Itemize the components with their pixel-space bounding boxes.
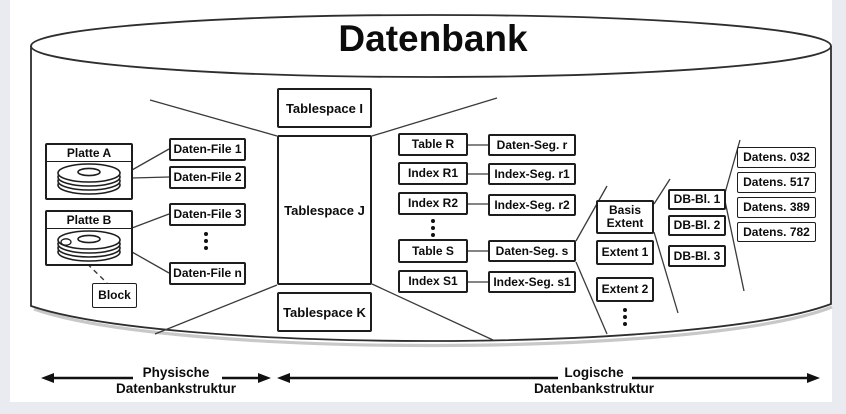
- data-file-n-box: Daten-File n: [169, 262, 246, 285]
- basis-extent-label: Basis Extent: [606, 203, 644, 230]
- data-segment-r-label: Daten-Seg. r: [496, 137, 568, 152]
- tablespace-j-label: Tablespace J: [284, 202, 365, 218]
- record-782-label: Datens. 782: [743, 224, 810, 239]
- db-block-3-label: DB-Bl. 3: [673, 248, 721, 263]
- index-r1-label: Index R1: [407, 166, 458, 180]
- index-segment-s1-label: Index-Seg. s1: [493, 274, 571, 289]
- physical-structure-line2: Datenbankstruktur: [115, 380, 237, 396]
- block-label: Block: [98, 288, 131, 302]
- record-782-box: Datens. 782: [737, 222, 816, 242]
- database-cylinder-shape: [30, 14, 833, 348]
- db-block-2-label: DB-Bl. 2: [673, 218, 721, 232]
- disk-file-connectors: [131, 148, 170, 274]
- record-389-box: Datens. 389: [737, 197, 816, 218]
- index-segment-r1-label: Index-Seg. r1: [494, 166, 570, 181]
- table-segment-connectors: [468, 144, 488, 283]
- data-file-2-box: Daten-File 2: [169, 166, 246, 189]
- data-file-2-label: Daten-File 2: [173, 170, 242, 184]
- physical-span-arrow: [41, 373, 271, 383]
- tablespace-j-box: Tablespace J: [277, 135, 372, 285]
- index-r2-box: Index R2: [398, 192, 468, 215]
- ellipsis-icon: [431, 219, 435, 237]
- ellipsis-icon: [623, 308, 627, 326]
- logical-span-arrow: [277, 373, 820, 383]
- index-segment-s1-box: Index-Seg. s1: [488, 271, 576, 293]
- index-r2-label: Index R2: [407, 196, 458, 210]
- disk-b-label: Platte B: [47, 212, 131, 229]
- tablespace-i-label: Tablespace I: [285, 100, 364, 116]
- logical-structure-label: Logische Datenbankstruktur: [524, 365, 664, 396]
- db-block-3-box: DB-Bl. 3: [668, 245, 726, 267]
- disk-a-label: Platte A: [47, 145, 131, 162]
- index-segment-r2-box: Index-Seg. r2: [488, 194, 576, 216]
- index-r1-box: Index R1: [398, 162, 468, 185]
- record-389-label: Datens. 389: [743, 200, 810, 214]
- index-s1-label: Index S1: [408, 274, 458, 288]
- extent-2-label: Extent 2: [601, 282, 649, 296]
- data-file-3-box: Daten-File 3: [169, 203, 246, 226]
- physical-structure-line1: Physische: [142, 365, 210, 380]
- extent-1-label: Extent 1: [601, 245, 649, 259]
- logical-structure-line1: Logische: [564, 365, 624, 380]
- disk-icon-with-block-marker: [57, 230, 121, 262]
- disk-b-box: Platte B: [45, 210, 133, 266]
- data-segment-r-box: Daten-Seg. r: [488, 134, 576, 156]
- record-032-label: Datens. 032: [743, 150, 810, 164]
- index-segment-r1-box: Index-Seg. r1: [488, 163, 576, 185]
- index-segment-r2-label: Index-Seg. r2: [494, 197, 570, 212]
- db-block-2-box: DB-Bl. 2: [668, 215, 726, 236]
- data-segment-s-label: Daten-Seg. s: [495, 243, 569, 258]
- index-s1-box: Index S1: [398, 270, 468, 293]
- record-517-box: Datens. 517: [737, 172, 816, 193]
- tablespace-k-box: Tablespace K: [277, 292, 372, 332]
- data-file-1-box: Daten-File 1: [169, 138, 246, 161]
- block-box: Block: [92, 283, 137, 308]
- database-title: Datenbank: [338, 18, 528, 59]
- data-file-1-label: Daten-File 1: [173, 142, 242, 156]
- table-r-box: Table R: [398, 133, 468, 156]
- extent-1-box: Extent 1: [596, 240, 654, 265]
- table-r-label: Table R: [411, 137, 455, 151]
- table-s-box: Table S: [398, 239, 468, 263]
- disk-a-box: Platte A: [45, 143, 133, 200]
- extent-2-box: Extent 2: [596, 277, 654, 302]
- disk-icon: [57, 163, 121, 195]
- data-file-3-label: Daten-File 3: [173, 207, 242, 221]
- logical-structure-line2: Datenbankstruktur: [533, 380, 655, 396]
- physical-structure-label: Physische Datenbankstruktur: [111, 365, 241, 396]
- data-segment-s-box: Daten-Seg. s: [488, 240, 576, 262]
- record-032-box: Datens. 032: [737, 147, 816, 168]
- db-block-1-box: DB-Bl. 1: [668, 189, 726, 210]
- tablespace-k-label: Tablespace K: [283, 304, 366, 320]
- tablespace-i-box: Tablespace I: [277, 88, 372, 128]
- db-block-1-label: DB-Bl. 1: [673, 192, 721, 206]
- record-517-label: Datens. 517: [743, 175, 810, 189]
- slide-canvas: Datenbank Platte A Platte B: [10, 0, 833, 402]
- ellipsis-icon: [204, 232, 208, 250]
- basis-extent-box: Basis Extent: [596, 200, 654, 234]
- table-s-label: Table S: [412, 243, 454, 258]
- diagram-lines-layer: [30, 14, 833, 383]
- data-file-n-label: Daten-File n: [173, 266, 242, 280]
